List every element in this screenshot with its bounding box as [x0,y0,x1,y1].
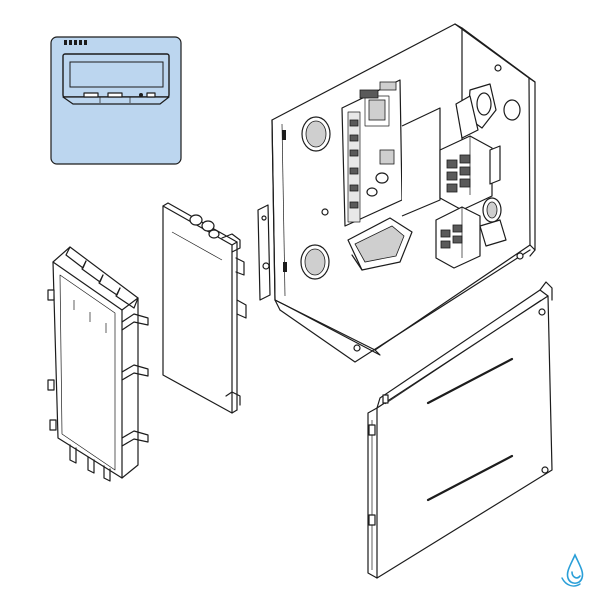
control-box-chassis [257,23,536,363]
front-cover-panel [367,281,553,579]
cable-gland-lower [479,197,507,247]
knockout-hole-upper [301,116,331,152]
transformer [347,217,413,271]
droplet-logo-icon [561,553,584,587]
remote-indicator-led [139,93,143,97]
remote-button [83,92,99,98]
terminal-block-lower [435,206,481,269]
rear-terminal-housing [47,246,149,482]
cable-gland-upper [455,83,497,139]
circuit-board [162,202,247,414]
remote-button-strip [62,96,170,105]
knockout-hole-lower [300,244,330,280]
capacitor-icon [189,214,203,226]
remote-button [146,92,156,98]
remote-display-screen [69,61,164,88]
knockout-hole-side [503,99,521,121]
terminal-block-upper [439,135,493,211]
remote-top-buttons [64,40,87,45]
remote-controller [50,36,182,165]
remote-button [107,92,123,98]
